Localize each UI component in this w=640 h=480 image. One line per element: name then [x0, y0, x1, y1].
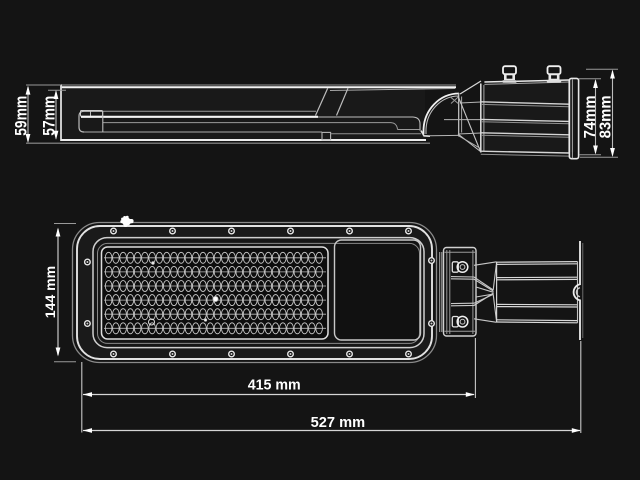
- svg-text:57mm: 57mm: [39, 96, 58, 136]
- svg-text:83mm: 83mm: [597, 95, 614, 138]
- svg-text:527 mm: 527 mm: [311, 414, 366, 431]
- svg-text:144 mm: 144 mm: [43, 266, 58, 319]
- svg-text:415 mm: 415 mm: [248, 377, 301, 394]
- svg-text:59mm: 59mm: [11, 96, 30, 136]
- svg-text:74mm: 74mm: [582, 95, 599, 138]
